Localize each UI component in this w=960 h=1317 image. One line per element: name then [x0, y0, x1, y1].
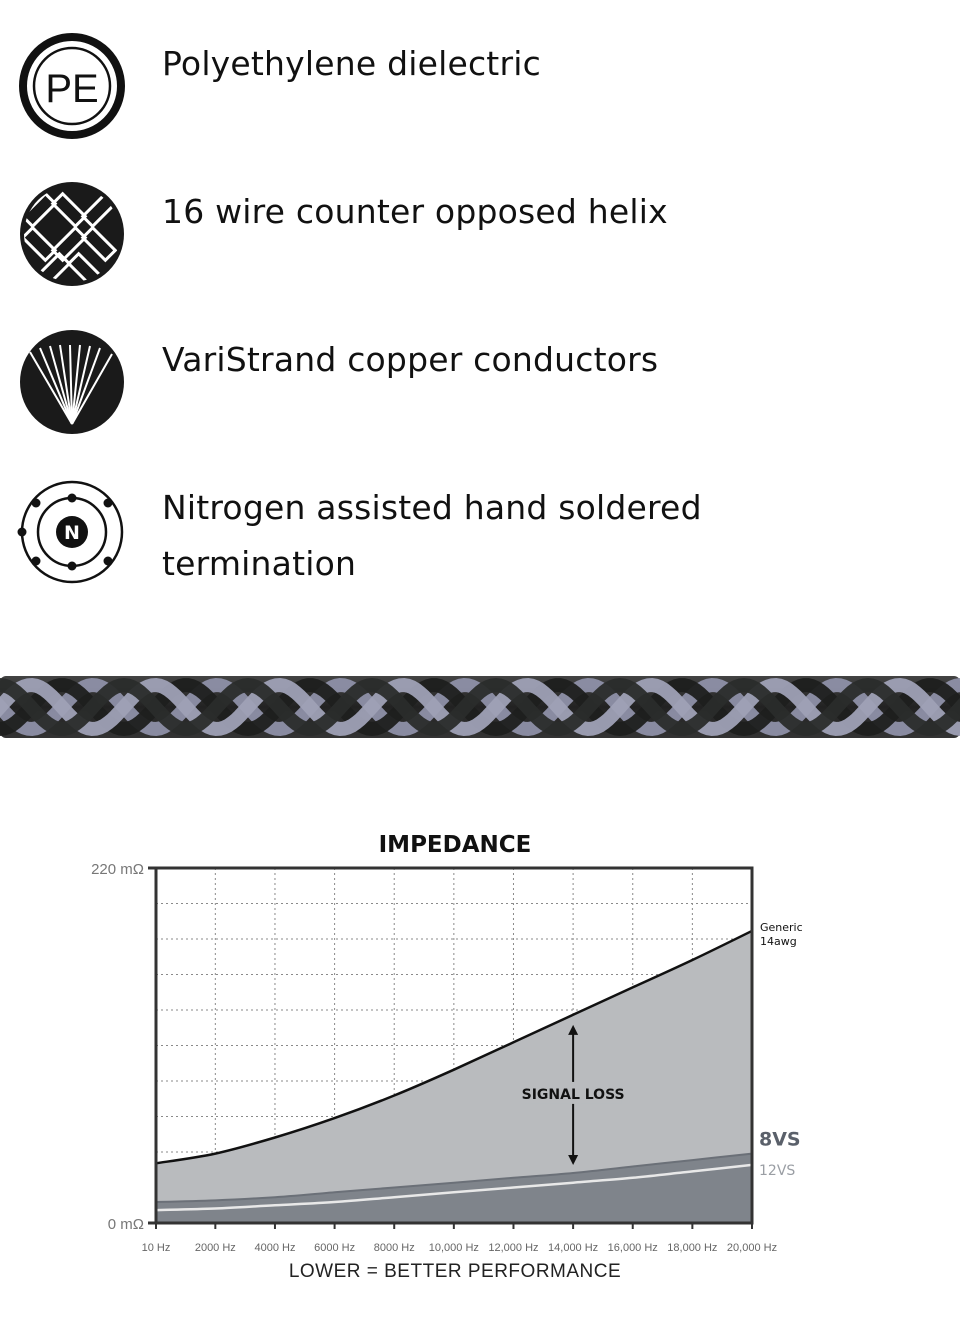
y-tick-label: 220 mΩ: [91, 861, 144, 878]
area-generic-14awg: [156, 930, 752, 1223]
series-label-8vs: 8VS: [759, 1129, 801, 1151]
impedance-chart: IMPEDANCE 0 mΩ 220 mΩ 10 Hz 2000 Hz 4000 Hz…: [91, 832, 803, 1282]
x-tick-label: 6000 Hz: [314, 1242, 355, 1254]
signal-loss-annotation: SIGNAL LOSS: [522, 1024, 625, 1165]
series-areas: [156, 930, 752, 1223]
x-tick-label: 20,000 Hz: [727, 1242, 777, 1254]
feature-label: VariStrand copper conductors: [162, 340, 659, 379]
pe-icon-text: PE: [45, 67, 98, 111]
signal-loss-label-bg: [525, 1081, 622, 1104]
feature-label: 16 wire counter opposed helix: [162, 192, 668, 231]
line-8vs: [155, 1152, 753, 1204]
feature-label: Polyethylene dielectric: [162, 44, 541, 83]
x-tick-label: 10 Hz: [142, 1242, 171, 1254]
line-generic-14awg: [155, 929, 753, 1165]
cable-strand: [0, 677, 960, 736]
nitrogen-atom-icon: N: [17, 480, 124, 584]
series-label-12vs: 12VS: [759, 1163, 795, 1179]
braided-cable-image: [0, 676, 960, 738]
signal-loss-label: SIGNAL LOSS: [522, 1087, 625, 1103]
x-tick-label: 14,000 Hz: [548, 1242, 598, 1254]
x-tick-label: 12,000 Hz: [488, 1242, 538, 1254]
x-tick-label: 8000 Hz: [374, 1242, 415, 1254]
series-label-line: Generic: [760, 921, 803, 934]
nitrogen-icon-text: N: [64, 522, 80, 544]
series-lines: [155, 929, 753, 1212]
chart-title: IMPEDANCE: [379, 832, 532, 858]
pe-icon: PE: [19, 33, 125, 139]
arrow-down-icon: [568, 1154, 579, 1165]
area-8vs: [156, 1153, 752, 1223]
x-axis: 10 Hz 2000 Hz 4000 Hz 6000 Hz 8000 Hz 10,000 …: [142, 1223, 777, 1254]
x-tick-label: 10,000 Hz: [429, 1242, 479, 1254]
x-tick-label: 18,000 Hz: [667, 1242, 717, 1254]
feature-row-helix: 16 wire counter opposed helix: [0, 178, 960, 290]
woven-helix-icon: [20, 182, 124, 286]
y-axis: 0 mΩ 220 mΩ: [91, 861, 156, 1233]
arrow-up-icon: [568, 1024, 579, 1035]
feature-row-pe: PE Polyethylene dielectric: [0, 30, 960, 142]
strands-fan-icon: [20, 330, 124, 434]
feature-row-varistrand: VariStrand copper conductors: [0, 326, 960, 438]
y-tick-label: 0 mΩ: [108, 1216, 144, 1233]
x-tick-label: 4000 Hz: [254, 1242, 295, 1254]
line-12vs: [155, 1163, 753, 1212]
x-axis-label: LOWER = BETTER PERFORMANCE: [289, 1261, 621, 1282]
x-tick-label: 2000 Hz: [195, 1242, 236, 1254]
series-label-line: 14awg: [760, 935, 797, 948]
x-tick-label: 16,000 Hz: [608, 1242, 658, 1254]
